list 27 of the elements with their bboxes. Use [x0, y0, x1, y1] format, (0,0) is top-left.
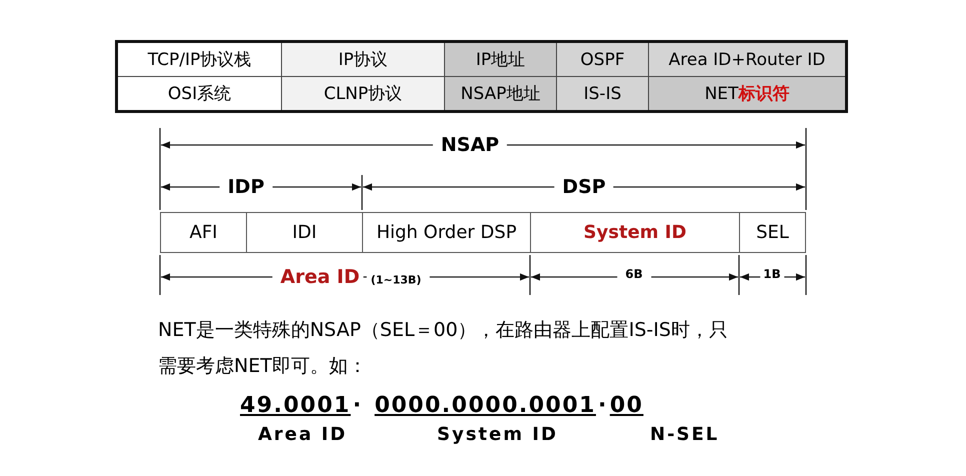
dimension-label: 6B	[617, 267, 651, 281]
number-text: 0000.0000.0001	[374, 393, 596, 418]
caption-text: System ID	[437, 424, 558, 445]
dot-separator: ·	[352, 393, 363, 418]
table-cell: IS-IS	[556, 76, 648, 112]
table-cell: NET标识符	[648, 76, 846, 112]
paragraph: NET是一类特殊的NSAP（SEL＝00），在路由器上配置IS-IS时，只需要考虑NET即可。如：	[158, 318, 729, 379]
table-cell: TCP/IP协议栈	[116, 42, 282, 76]
caption-text: N-SEL	[650, 424, 720, 445]
table-cell: CLNP协议	[282, 76, 444, 112]
dimension-label: 1B	[760, 267, 784, 281]
table-cell: System ID	[530, 212, 740, 253]
table-cell: High Order DSP	[362, 212, 531, 253]
table-cell: AFI	[160, 212, 247, 253]
caption-text: Area ID	[258, 424, 348, 445]
table-cell: IDI	[246, 212, 363, 253]
table-cell: IP协议	[282, 42, 444, 76]
dimension-label: (1~13B)	[366, 274, 430, 286]
table-cell: OSPF	[556, 42, 648, 76]
table-cell: NSAP地址	[444, 76, 556, 112]
table-cell: SEL	[739, 212, 806, 253]
table-cell: IP地址	[444, 42, 556, 76]
number-text: 00	[610, 393, 644, 418]
dot-separator: ·	[598, 393, 608, 418]
number-text: 49.0001	[240, 393, 351, 418]
table-cell: OSI系统	[116, 76, 282, 112]
table-cell: Area ID+Router ID	[648, 42, 846, 76]
